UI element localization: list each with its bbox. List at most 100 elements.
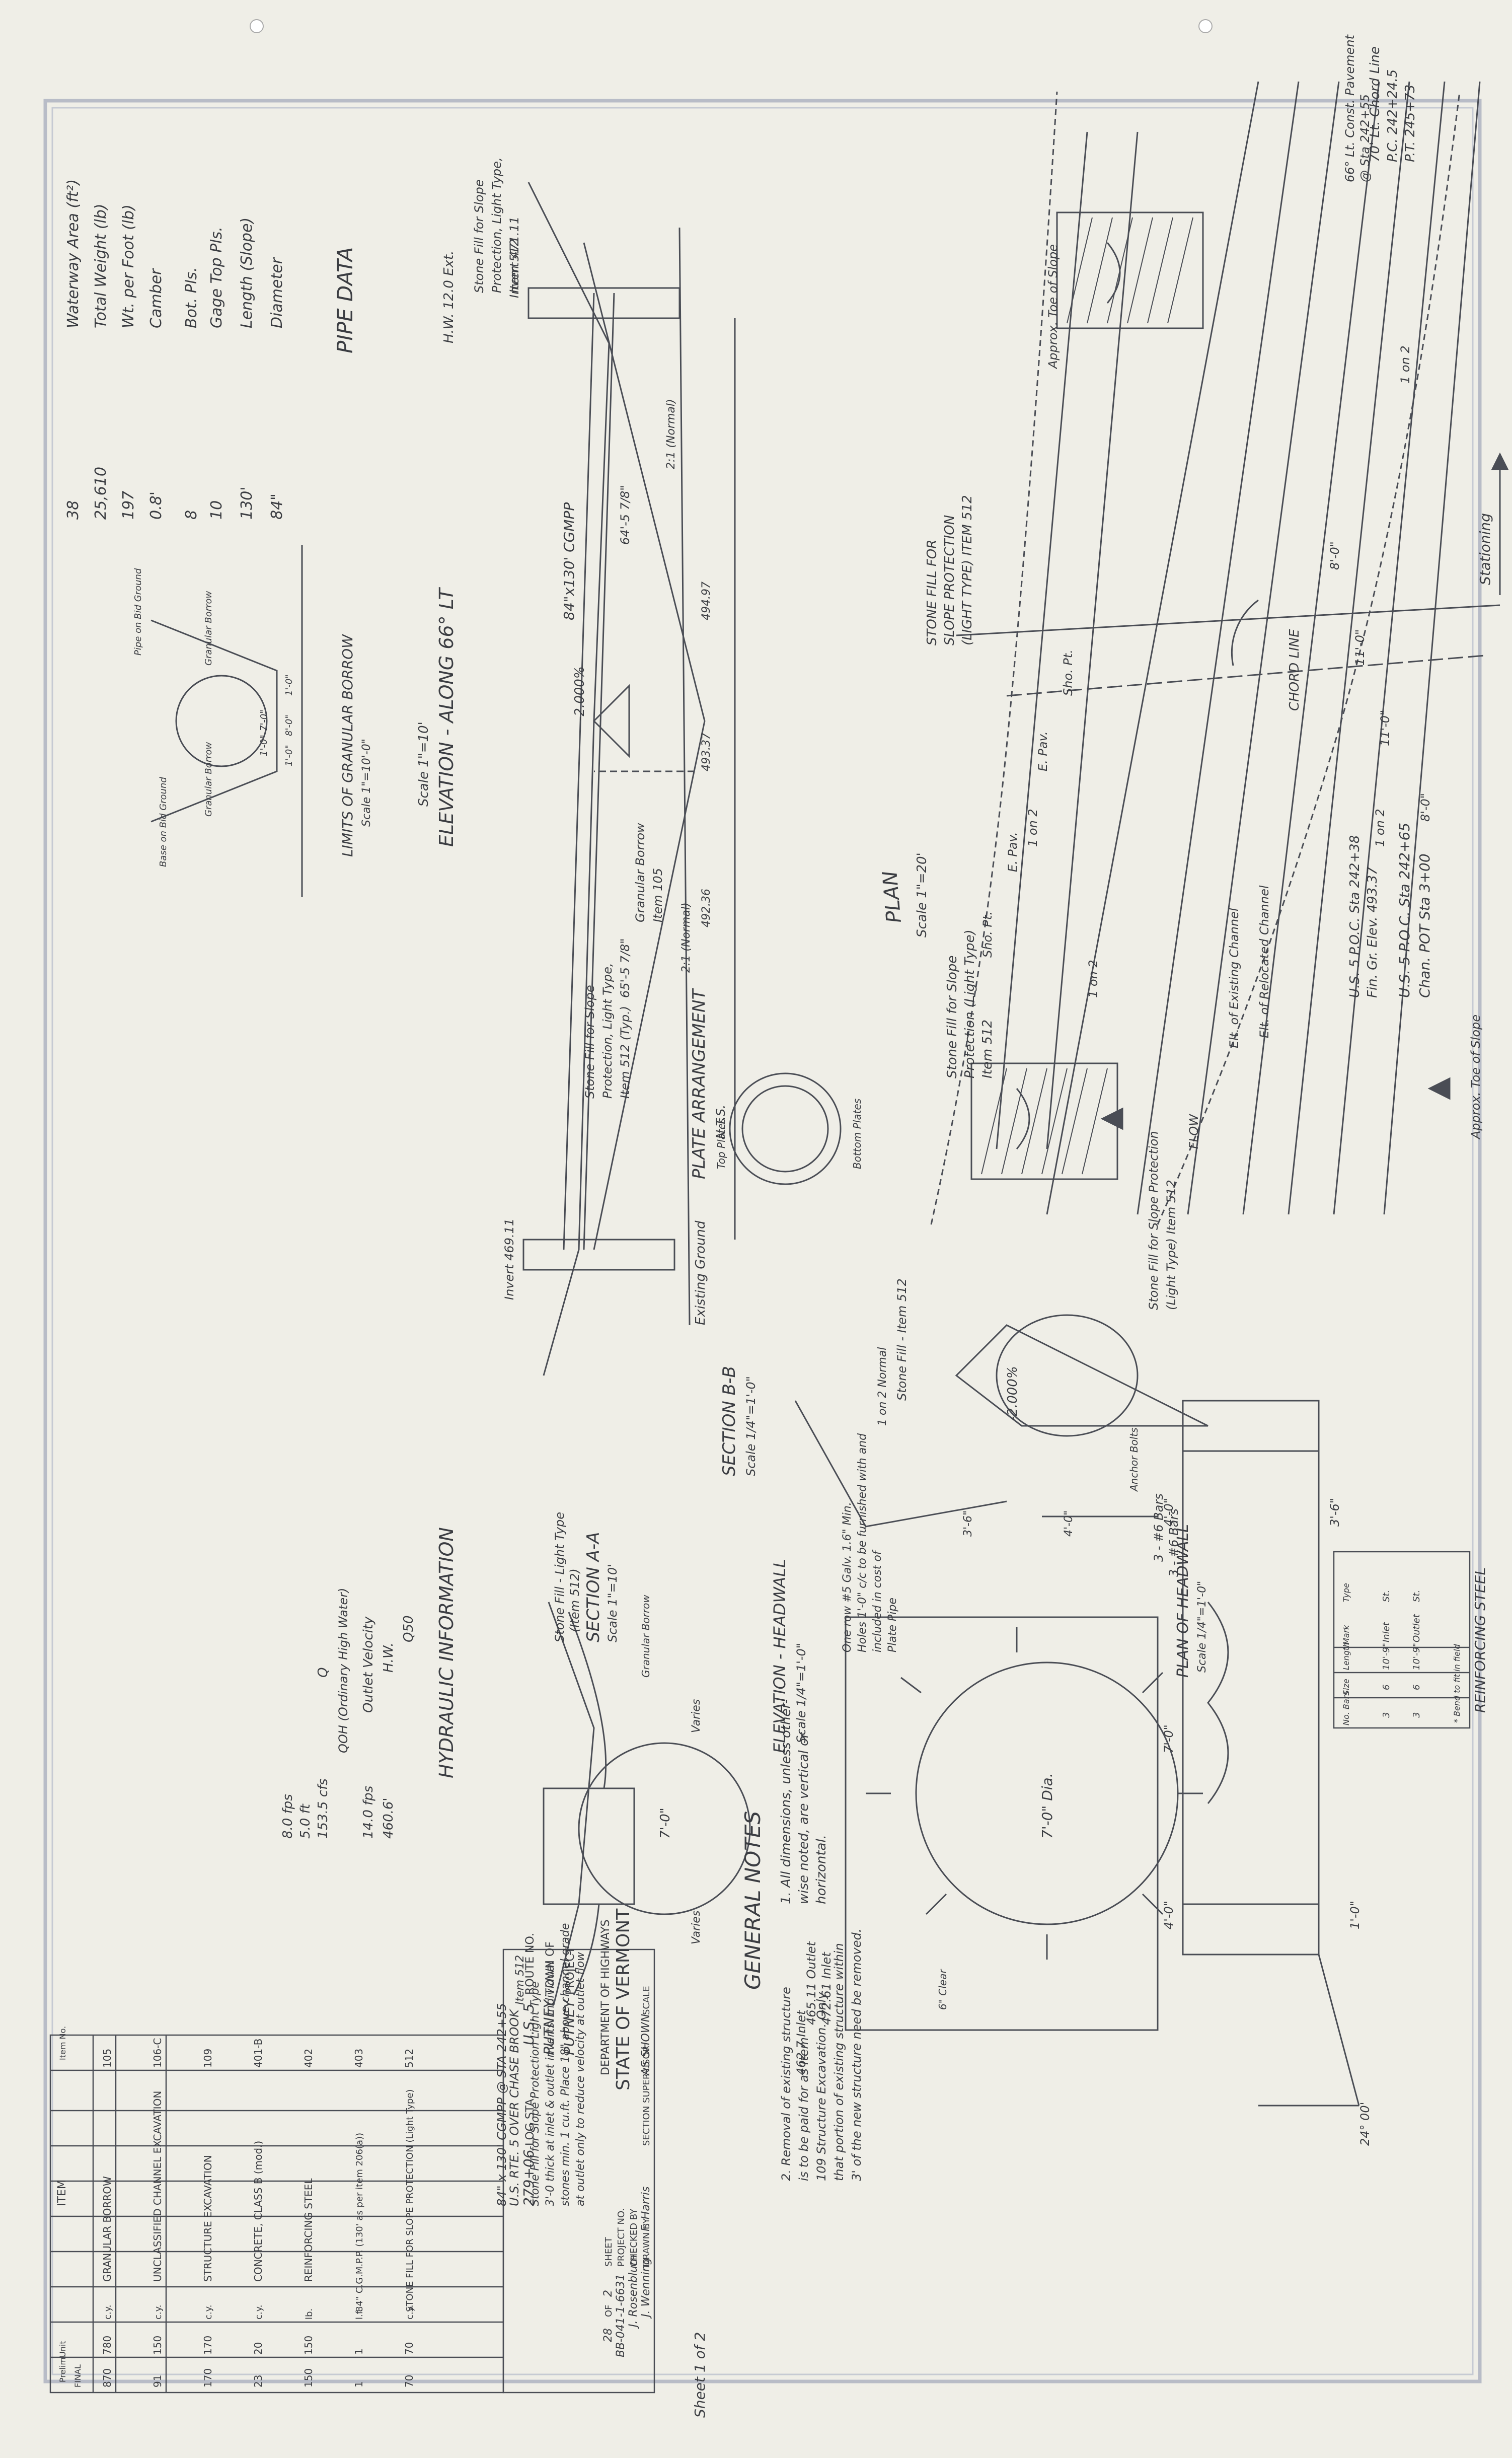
bb-stone: Stone Fill - Item 512 <box>895 1278 909 1401</box>
pipe-data-title: PIPE DATA <box>333 247 357 353</box>
hydraulic-title: HYDRAULIC INFORMATION <box>435 1527 458 1778</box>
headwall-note: One row #5 Galv. 1.6" Min. <box>841 1502 854 1652</box>
qty-item: REINFORCING STEEL <box>303 2178 315 2282</box>
elevation-elev: 493.37 <box>700 733 713 771</box>
plan-culvert-edge <box>996 131 1088 1149</box>
title-project: PUTNEY <box>561 1999 577 2055</box>
reinf-header: Length <box>1341 1642 1351 1670</box>
hydraulic-hw: 460.6' <box>381 1797 396 1839</box>
qty-unit: l.f. <box>354 2309 365 2320</box>
qty-prelim: 150 <box>303 2336 315 2355</box>
pipe-data-label: Total Weight (lb) <box>92 203 110 328</box>
headwall-inlet2: 462.7 Inlet <box>794 2009 808 2075</box>
plan-centerline-label: 70' Lt. Chord Line <box>1368 46 1383 162</box>
plan-stone-fill2: Item 512 <box>980 1020 995 1078</box>
aa-stone: Stone Fill - Light Type <box>553 1512 567 1642</box>
reinf-cell: Inlet <box>1381 1622 1392 1642</box>
reinf-header: Size <box>1341 1679 1351 1695</box>
qty-item-no: 402 <box>303 2049 315 2068</box>
notes-line: at outlet only to reduce velocity at out… <box>574 1951 587 2206</box>
plan-channel-label: Elt. of Relocated Channel <box>1257 885 1271 1038</box>
plan-pipe-end <box>1106 242 1121 304</box>
elevation-elev: 492.36 <box>700 889 713 927</box>
hw-plan-scale: Scale 1/4"=1'-0" <box>1196 1581 1208 1673</box>
limits-label: Base on Bid Ground <box>158 777 169 867</box>
plan-road-line <box>1383 81 1481 1215</box>
reinf-cell: 10'-9" <box>1381 1643 1392 1670</box>
border-inner <box>51 107 1474 2375</box>
qty-rows: 105 GRANULAR BORROW c.y. 780 870 106-C U… <box>101 2038 415 2388</box>
aa-varies: Varies <box>690 1911 703 1944</box>
reinforcing-table <box>1333 1551 1471 1729</box>
pipe-data-value: 25,610 <box>92 467 110 520</box>
qty-item-no: 106-C <box>152 2038 164 2068</box>
bb-pipe <box>996 1314 1139 1437</box>
notes-line: is to be paid for as Item - <box>797 2029 811 2181</box>
qty-final: 150 <box>303 2368 315 2388</box>
qty-unit: c.y. <box>254 2305 264 2320</box>
elevation-elev: 494.97 <box>700 582 713 620</box>
qty-header: Item No. <box>58 2026 67 2060</box>
aa-dia: 7'-0" <box>658 1808 673 1839</box>
aa-stones <box>568 1612 607 1995</box>
limits-dim: 8'-0" <box>284 714 294 736</box>
qty-item: STONE FILL FOR SLOPE PROTECTION (Light T… <box>405 2089 415 2312</box>
title-route-label: ROUTE NO. <box>524 1933 537 1995</box>
title-town: PUTNEY <box>541 1999 557 2055</box>
bb-scale: Scale 1/4"=1'-0" <box>744 1376 758 1476</box>
elevation-slope <box>583 242 706 721</box>
plan-chord-arc <box>1231 599 1259 666</box>
pipe-data-value: 0.8' <box>147 491 165 520</box>
elevation-hw: H.W. 12.0 Ext. <box>441 251 457 343</box>
plan-dim: 11'-0" <box>1353 629 1367 666</box>
pipe-data-label: Gage Top Pls. <box>208 227 225 328</box>
elevation-stone-fill: Protection, Light Type, <box>490 157 504 293</box>
elevation-grade: -2.000% <box>572 666 587 721</box>
bb-dim: 4'-0" <box>1063 1510 1075 1537</box>
hw-plan-dim: 1'-0" <box>1348 1901 1362 1929</box>
qty-item-no: 105 <box>101 2049 113 2068</box>
section-aa <box>543 1602 751 2005</box>
plan-road-line <box>1137 81 1300 1215</box>
pipe-data-label: Length (Slope) <box>238 218 256 328</box>
limits-label: Pipe on Bid Ground <box>133 568 143 656</box>
hw-plan-title: PLAN OF HEADWALL <box>1174 1524 1192 1678</box>
plan-slope-label: 1 on 2 <box>1026 809 1040 847</box>
plan-road-line <box>1187 81 1340 1215</box>
headwall-note: Holes 1'-0" c/c to be furnished with and <box>856 1433 869 1652</box>
qty-table-frame <box>49 2034 504 2394</box>
plan-pt-label: @ Sta 242+55 <box>1358 94 1372 182</box>
qty-item-no: 109 <box>202 2049 214 2068</box>
plan-slope-label: 1 on 2 <box>1398 345 1412 384</box>
plan-toe-label: Approx. Toe of Slope <box>1046 244 1060 370</box>
qty-item-no: 403 <box>353 2049 365 2068</box>
bb-bars: 3 - #6 Bars <box>1152 1493 1166 1562</box>
pipe-data-rows: Diameter 84" Length (Slope) 130' Gage To… <box>64 179 286 520</box>
title-desc: U.S. RTE. 5 OVER CHASE BROOK <box>507 2008 521 2206</box>
plan-stone-fill: STONE FILL FOR <box>925 540 940 645</box>
limits-label: Granular Borrow <box>203 742 214 817</box>
plan-dim: 8'-0" <box>1328 541 1342 570</box>
reinf-cell: 6 <box>1411 1685 1422 1690</box>
reinf-header: Mark <box>1341 1625 1351 1645</box>
pipe-data-label: Wt. per Foot (lb) <box>120 204 137 328</box>
qty-item: UNCLASSIFIED CHANNEL EXCAVATION <box>152 2091 164 2282</box>
title-dept: DEPARTMENT OF HIGHWAYS <box>599 1919 612 2075</box>
section-bb <box>794 1314 1208 1528</box>
plan-road-line <box>1333 81 1446 1215</box>
notes-line: stones min. 1 cu.ft. Place 18" above cha… <box>559 1923 572 2206</box>
aa-stone: (Item 512) <box>568 1568 582 1632</box>
plan-toe-curve <box>1157 91 1461 1225</box>
headwall-note: Plate Pipe <box>886 1598 899 1652</box>
plan-title: PLAN <box>878 870 906 924</box>
notes-line: wise noted, are vertical or <box>796 1731 811 1904</box>
reinf-cell: St. <box>1411 1590 1422 1602</box>
title-project-no-label: PROJECT NO. <box>616 2208 627 2267</box>
title-drawn: J. Wenning <box>640 2258 652 2319</box>
title-sheet: 2 <box>602 2290 615 2297</box>
plan-pav-label: Sho. Pt. <box>1061 649 1075 696</box>
